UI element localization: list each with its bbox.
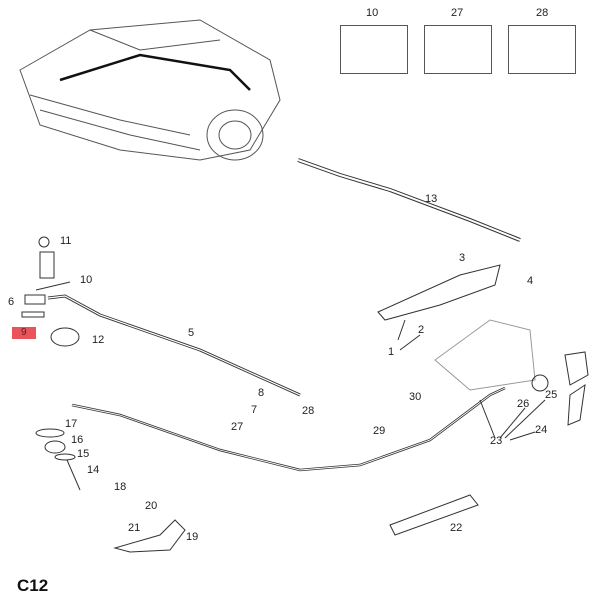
- callout-6[interactable]: 6: [8, 296, 15, 308]
- fastener-box-28: [508, 25, 576, 74]
- fastener-box-10: [340, 25, 408, 74]
- callout-2[interactable]: 2: [418, 324, 425, 336]
- callout-7[interactable]: 7: [251, 404, 258, 416]
- hood-prop-rod: [47, 294, 301, 397]
- callout-28[interactable]: 28: [302, 405, 315, 417]
- callout-21[interactable]: 21: [128, 522, 141, 534]
- callout-16[interactable]: 16: [71, 434, 84, 446]
- release-cable: [71, 386, 506, 472]
- fastener-box-label: 10: [366, 7, 379, 19]
- callout-11[interactable]: 11: [60, 235, 72, 247]
- hood-latch: [434, 319, 536, 391]
- callout-12[interactable]: 12: [92, 334, 105, 346]
- callout-1[interactable]: 1: [388, 346, 395, 358]
- fastener-box-27: [424, 25, 492, 74]
- callout-14[interactable]: 14: [87, 464, 100, 476]
- callout-19[interactable]: 19: [186, 531, 199, 543]
- callout-27[interactable]: 27: [231, 421, 244, 433]
- callout-13[interactable]: 13: [425, 193, 438, 205]
- callout-23[interactable]: 23: [490, 435, 503, 447]
- callout-5[interactable]: 5: [188, 327, 195, 339]
- diagram-code: C12: [17, 576, 49, 595]
- callout-20[interactable]: 20: [145, 500, 158, 512]
- callout-18[interactable]: 18: [114, 481, 127, 493]
- callout-26[interactable]: 26: [517, 398, 530, 410]
- callout-4[interactable]: 4: [527, 275, 534, 287]
- callout-24[interactable]: 24: [535, 424, 548, 436]
- callout-9-highlighted[interactable]: 9: [12, 327, 36, 339]
- callout-15[interactable]: 15: [77, 448, 90, 460]
- gas-strut: [389, 494, 479, 536]
- callout-8[interactable]: 8: [258, 387, 265, 399]
- callout-17[interactable]: 17: [65, 418, 78, 430]
- callout-10[interactable]: 10: [80, 274, 93, 286]
- callout-22[interactable]: 22: [450, 522, 463, 534]
- callout-25[interactable]: 25: [545, 389, 558, 401]
- callout-30[interactable]: 30: [409, 391, 422, 403]
- fastener-box-label: 28: [536, 7, 549, 19]
- callout-29[interactable]: 29: [373, 425, 386, 437]
- fastener-box-label: 27: [451, 7, 464, 19]
- car-front-illustration: [19, 19, 281, 161]
- callout-3[interactable]: 3: [459, 252, 466, 264]
- hood-hinge: [377, 264, 501, 321]
